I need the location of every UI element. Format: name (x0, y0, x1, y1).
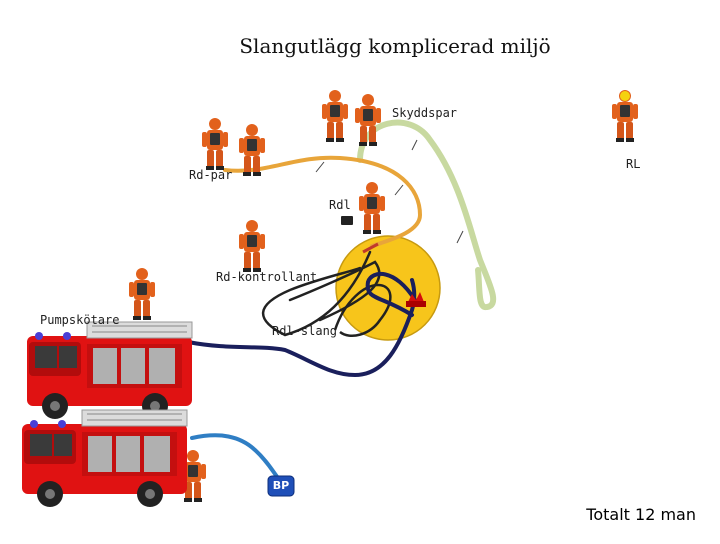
hose-marker (315, 161, 325, 173)
fire-truck-icon (21, 409, 188, 508)
label-pumpskotare: Pumpskötare (40, 313, 120, 327)
label-bp: BP (272, 479, 290, 492)
fire-icon (406, 292, 426, 307)
helmet-icon (620, 91, 630, 101)
label-rl: RL (626, 157, 641, 171)
nozzle-icon (362, 242, 379, 254)
hose-marker (411, 139, 418, 151)
hose-rd-par (223, 155, 423, 248)
label-rdl: Rdl (329, 198, 351, 212)
breathing-gear-icon (341, 216, 353, 225)
hose-rdl-coil-inner (333, 283, 392, 337)
page-title: Slangutlägg komplicerad miljö (239, 34, 551, 58)
hose-marker (394, 184, 404, 196)
firefighter-icon (239, 220, 265, 272)
label-rd-par: Rd-par (189, 168, 233, 182)
firefighter-icon (322, 90, 348, 142)
firefighter-icon (202, 118, 228, 170)
branch-pipe-icon (267, 475, 295, 497)
total-count: Totalt 12 man (586, 505, 696, 524)
fire-truck-icon (26, 321, 193, 420)
label-skyddspar: Skyddspar (392, 106, 458, 120)
firefighter-icon (129, 268, 155, 320)
hose-skyddspar (357, 119, 497, 310)
label-rdl-slang: Rdl-slang (272, 324, 338, 338)
hose-marker (456, 230, 464, 244)
firefighter-icon (359, 182, 385, 234)
hose-rdl-coil (261, 250, 381, 337)
hose-bp (190, 433, 280, 480)
label-rd-kontrollant: Rd-kontrollant (216, 270, 318, 284)
